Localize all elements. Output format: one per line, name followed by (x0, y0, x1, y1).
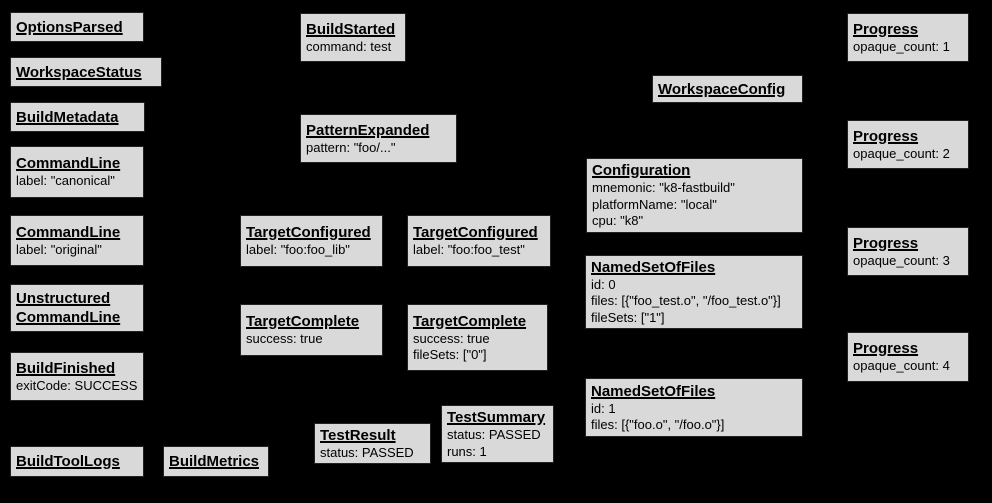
event-attribute: label: "canonical" (16, 173, 115, 189)
event-box-build-metrics: BuildMetrics (163, 446, 269, 477)
event-attribute: label: "foo:foo_test" (413, 242, 525, 258)
event-attribute: success: true (246, 331, 323, 347)
event-title: TestResult (320, 426, 396, 444)
event-attribute: id: 1 (591, 400, 616, 416)
event-attribute: fileSets: ["0"] (413, 347, 487, 362)
event-title: BuildFinished (16, 359, 116, 377)
event-title: NamedSetOfFiles (591, 258, 716, 276)
event-title: CommandLine (16, 309, 121, 326)
event-title: TargetConfigured (413, 224, 538, 242)
event-box-build-tool-logs: BuildToolLogs (10, 446, 144, 477)
event-attribute: opaque_count: 4 (853, 358, 950, 374)
event-title: BuildMetadata (16, 108, 119, 126)
event-box-target-complete-foo-test: TargetComplete success: true fileSets: [… (407, 304, 548, 371)
event-title: Configuration (592, 162, 691, 180)
event-title: CommandLine (16, 223, 121, 241)
event-title: TargetComplete (413, 312, 527, 330)
event-title: TargetComplete (246, 313, 360, 331)
event-title: OptionsParsed (16, 18, 123, 36)
event-box-workspace-status: WorkspaceStatus (10, 57, 162, 87)
event-attribute: fileSets: ["1"] (591, 309, 665, 325)
event-box-configuration: Configuration mnemonic: "k8-fastbuild" p… (586, 158, 803, 233)
event-title: BuildMetrics (169, 453, 260, 470)
event-attribute: success: true (413, 330, 490, 346)
event-attribute: exitCode: SUCCESS (16, 377, 138, 393)
event-attribute: opaque_count: 2 (853, 145, 950, 161)
event-box-target-complete-foo-lib: TargetComplete success: true (240, 304, 383, 356)
event-title: CommandLine (16, 155, 121, 173)
event-attribute: opaque_count: 3 (853, 252, 950, 268)
event-box-progress-3: Progress opaque_count: 3 (847, 227, 969, 276)
event-box-named-set-of-files-0: NamedSetOfFiles id: 0 files: [{"foo_test… (585, 255, 803, 329)
event-attribute: status: PASSED (447, 427, 541, 442)
event-attribute: files: [{"foo_test.o", "/foo_test.o"}] (591, 293, 781, 309)
event-attribute: label: "original" (16, 241, 102, 257)
event-box-build-finished: BuildFinished exitCode: SUCCESS (10, 352, 144, 401)
event-title: TargetConfigured (246, 224, 371, 242)
event-attribute: mnemonic: "k8-fastbuild" (592, 180, 735, 196)
event-box-build-started: BuildStarted command: test (300, 13, 406, 62)
event-box-unstructured-command-line: Unstructured CommandLine (10, 284, 144, 332)
event-box-progress-1: Progress opaque_count: 1 (847, 13, 969, 62)
event-attribute: pattern: "foo/..." (306, 139, 396, 155)
event-title: Progress (853, 340, 919, 358)
event-box-test-summary: TestSummary status: PASSED runs: 1 (441, 405, 554, 463)
event-title: Progress (853, 20, 919, 38)
event-attribute: files: [{"foo.o", "/foo.o"}] (591, 417, 725, 432)
event-box-command-line-canonical: CommandLine label: "canonical" (10, 146, 144, 198)
event-box-workspace-config: WorkspaceConfig (652, 75, 803, 103)
event-box-target-configured-foo-test: TargetConfigured label: "foo:foo_test" (407, 215, 551, 267)
event-attribute: status: PASSED (320, 444, 414, 460)
event-title: WorkspaceStatus (16, 63, 142, 81)
event-title: PatternExpanded (306, 121, 430, 139)
event-title: BuildToolLogs (16, 453, 120, 470)
event-attribute: id: 0 (591, 276, 616, 292)
event-title: Unstructured (16, 290, 111, 307)
event-attribute: platformName: "local" (592, 196, 717, 212)
event-box-test-result: TestResult status: PASSED (314, 423, 431, 464)
event-box-command-line-original: CommandLine label: "original" (10, 215, 144, 266)
event-attribute: runs: 1 (447, 443, 487, 459)
event-title: TestSummary (447, 409, 546, 426)
event-box-pattern-expanded: PatternExpanded pattern: "foo/..." (300, 114, 457, 163)
event-box-target-configured-foo-lib: TargetConfigured label: "foo:foo_lib" (240, 215, 383, 267)
event-title: BuildStarted (306, 20, 396, 38)
event-title: Progress (853, 234, 919, 252)
event-box-progress-2: Progress opaque_count: 2 (847, 120, 969, 169)
event-box-named-set-of-files-1: NamedSetOfFiles id: 1 files: [{"foo.o", … (585, 378, 803, 437)
event-attribute: opaque_count: 1 (853, 38, 950, 54)
event-title: Progress (853, 127, 919, 145)
event-box-build-metadata: BuildMetadata (10, 102, 145, 132)
event-title: WorkspaceConfig (658, 80, 786, 98)
event-attribute: command: test (306, 38, 392, 54)
event-box-options-parsed: OptionsParsed (10, 12, 144, 42)
event-attribute: cpu: "k8" (592, 213, 644, 229)
event-box-progress-4: Progress opaque_count: 4 (847, 332, 969, 382)
event-attribute: label: "foo:foo_lib" (246, 242, 350, 258)
event-title: NamedSetOfFiles (591, 382, 716, 400)
